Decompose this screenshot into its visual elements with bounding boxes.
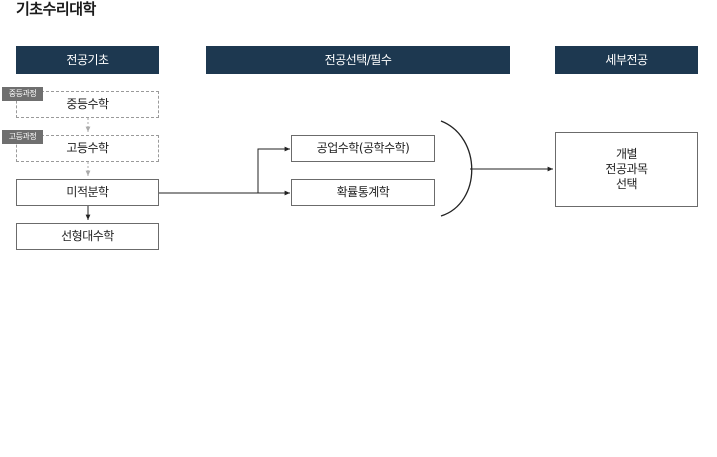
node-elective-major: 개별 전공과목 선택 bbox=[555, 132, 698, 207]
elective-line-1: 개별 bbox=[615, 147, 638, 161]
elective-line-3: 선택 bbox=[615, 177, 638, 191]
column-header-basic: 전공기초 bbox=[16, 46, 159, 74]
column-header-core: 전공선택/필수 bbox=[206, 46, 510, 74]
tag-high-level: 고등과정 bbox=[2, 130, 43, 144]
node-calculus: 미적분학 bbox=[16, 179, 159, 206]
column-header-detail: 세부전공 bbox=[555, 46, 698, 74]
merge-bracket bbox=[440, 120, 473, 217]
node-probability-statistics: 확률통계학 bbox=[291, 179, 435, 206]
page-title: 기초수리대학 bbox=[16, 0, 96, 18]
tag-middle-level: 중등과정 bbox=[2, 87, 43, 101]
elective-line-2: 전공과목 bbox=[605, 162, 648, 176]
node-linear-algebra: 선형대수학 bbox=[16, 223, 159, 250]
node-middle-school-math: 중등수학 bbox=[16, 91, 159, 118]
arrow-calculus-to-engmath bbox=[257, 146, 290, 193]
node-engineering-math: 공업수학(공학수학) bbox=[291, 135, 435, 162]
